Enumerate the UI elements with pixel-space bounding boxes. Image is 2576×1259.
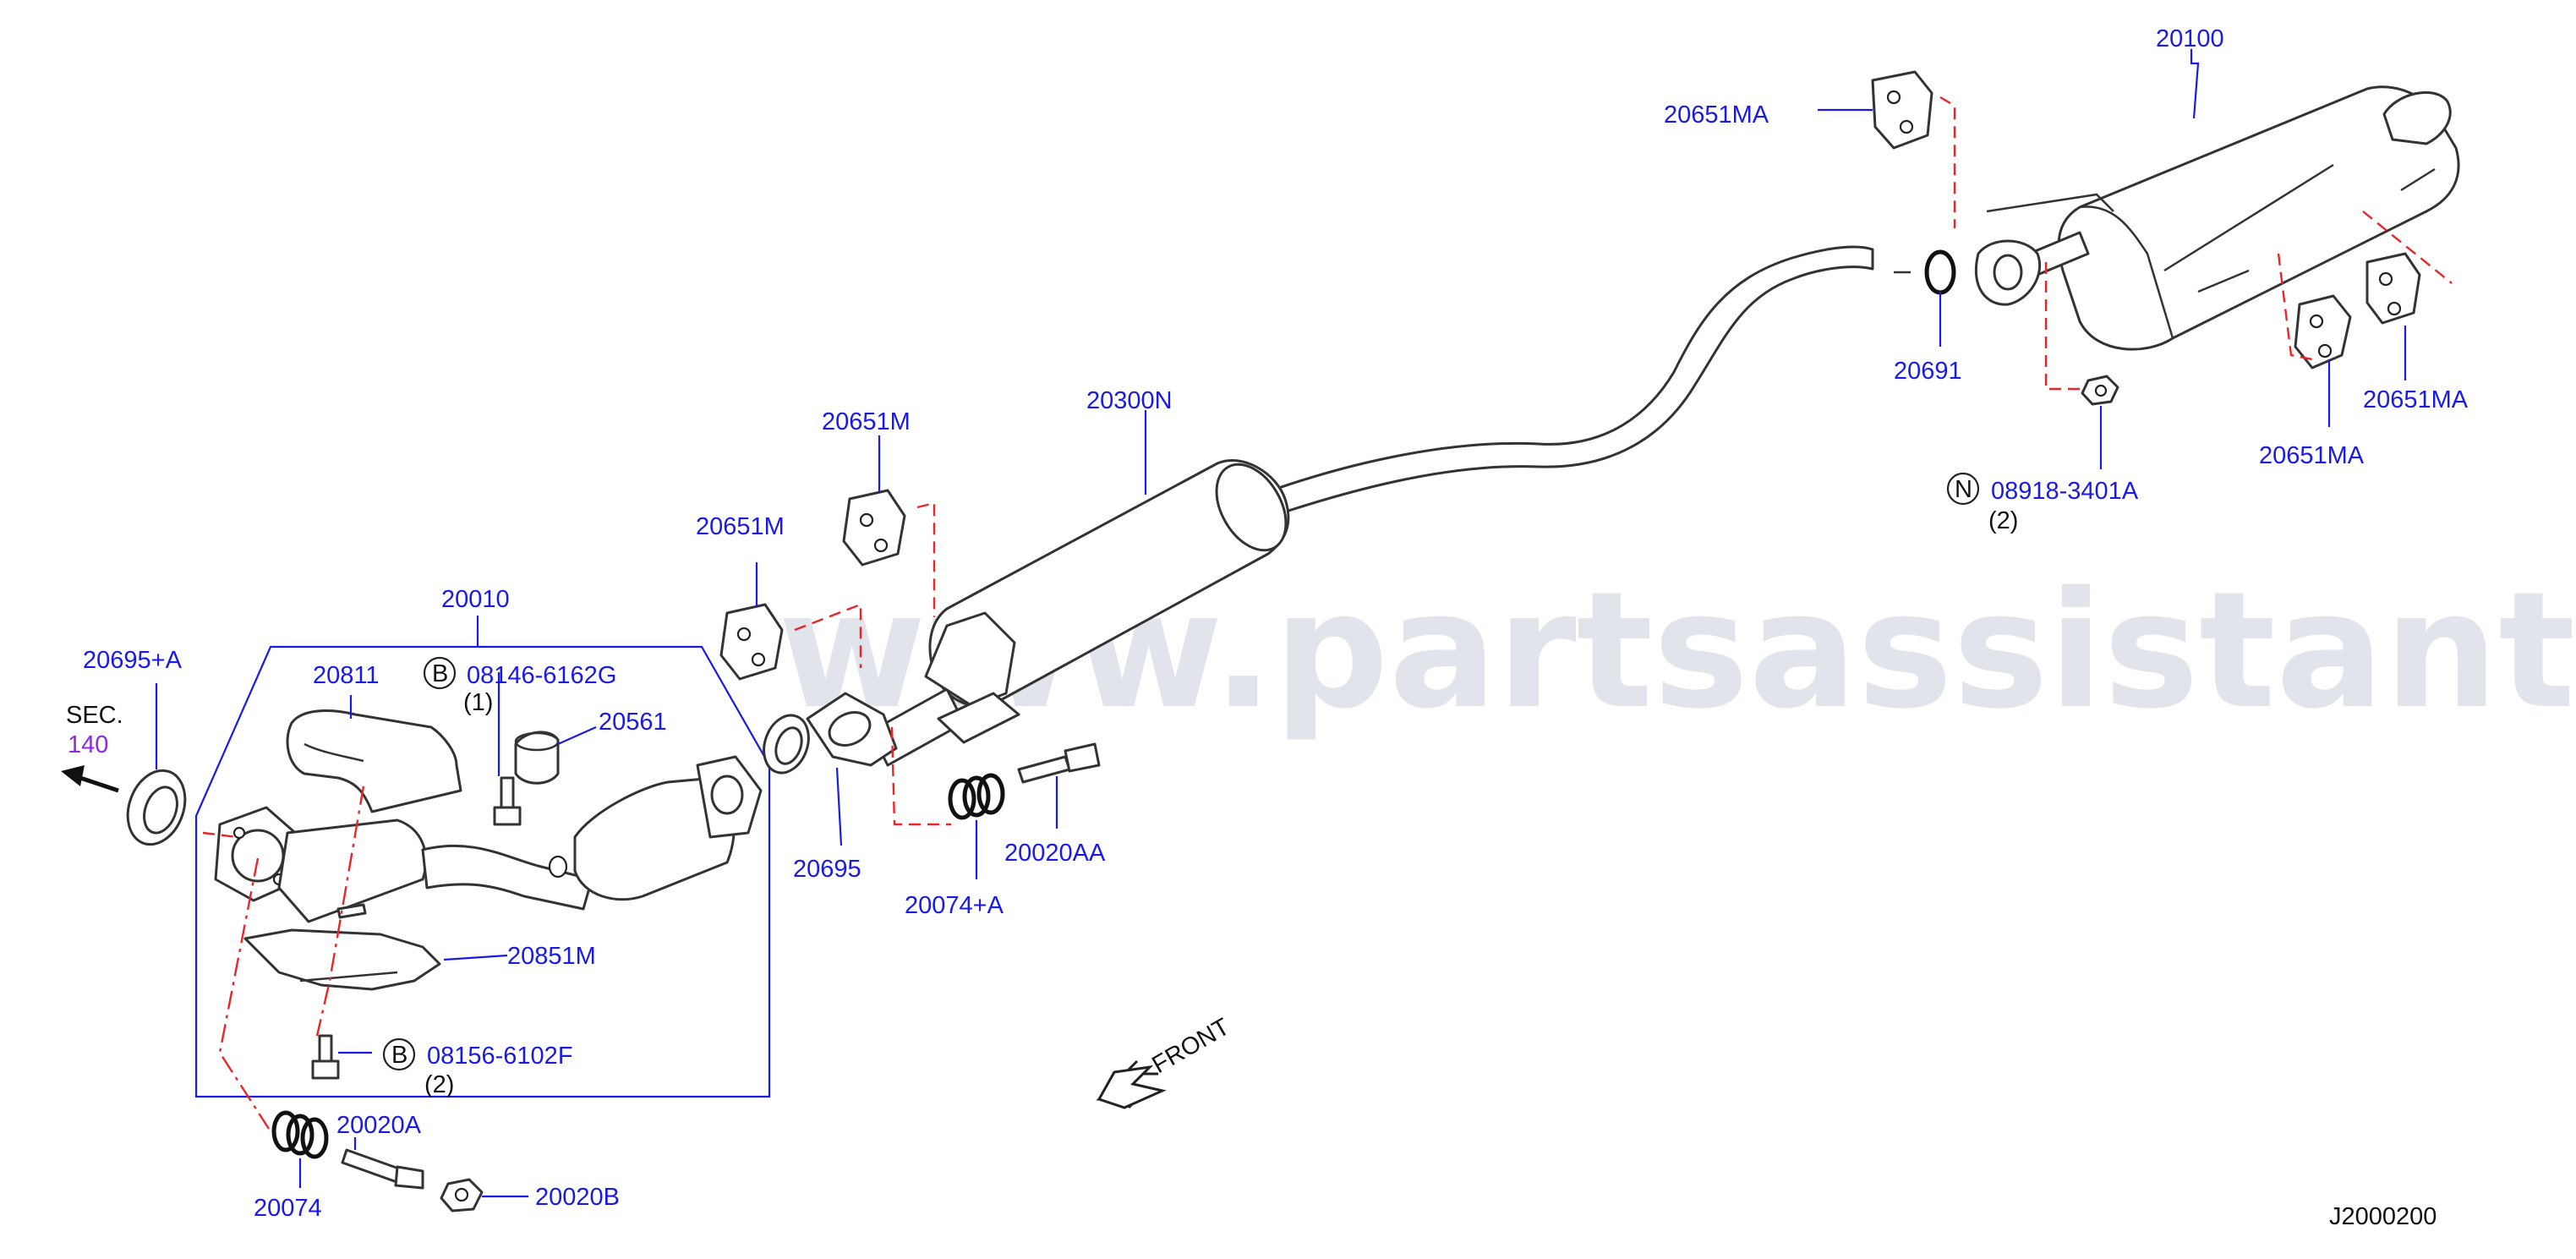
qty-08156: (2) [424, 1071, 454, 1098]
label-20651ma-right[interactable]: 20651MA [2363, 386, 2469, 413]
spring-20074a [948, 773, 1005, 820]
gasket-20695a [126, 769, 187, 846]
label-20100[interactable]: 20100 [2156, 25, 2224, 52]
bolt-marker-b-1: B [423, 656, 457, 690]
stud-20020aa [1017, 742, 1101, 784]
label-20851m[interactable]: 20851M [507, 943, 596, 970]
nut-marker-n: N [1946, 472, 1980, 506]
label-20695[interactable]: 20695 [793, 856, 861, 883]
stud-20020a [341, 1148, 424, 1190]
bolt-08146 [493, 776, 522, 826]
assembly-guide-lines [202, 96, 2453, 1130]
ring-20561 [514, 731, 560, 785]
label-20010[interactable]: 20010 [441, 586, 510, 613]
label-08918-3401a[interactable]: 08918-3401A [1991, 478, 2139, 505]
label-20561[interactable]: 20561 [599, 709, 667, 736]
sec-140-reference [61, 765, 119, 793]
label-20020b[interactable]: 20020B [535, 1184, 620, 1211]
nut-08918 [2081, 375, 2119, 406]
diagram-code: J2000200 [2329, 1203, 2437, 1230]
label-20074a[interactable]: 20074+A [905, 892, 1004, 919]
qty-08146: (1) [463, 689, 493, 716]
spring-20074 [271, 1110, 329, 1159]
svg-text:N: N [1955, 476, 1972, 503]
label-20695a[interactable]: 20695+A [83, 647, 183, 674]
bolt-marker-b-2: B [382, 1037, 416, 1071]
svg-text:B: B [432, 660, 448, 687]
label-20020aa[interactable]: 20020AA [1004, 840, 1106, 867]
leader-lines [155, 49, 2407, 1198]
rear-muffler [1974, 85, 2460, 351]
hanger-20651ma-right [2365, 252, 2421, 325]
label-20300n[interactable]: 20300N [1086, 387, 1173, 414]
sec-number[interactable]: 140 [68, 731, 108, 758]
label-08146-6162g[interactable]: 08146-6162G [467, 662, 616, 689]
hanger-20651m-a [842, 489, 906, 567]
center-pipe-resonator [806, 245, 1874, 767]
hanger-20651ma-mid [2294, 294, 2352, 369]
label-20020a[interactable]: 20020A [336, 1112, 422, 1139]
gasket-20691 [1924, 249, 1956, 295]
label-20651m-b[interactable]: 20651M [696, 513, 785, 540]
front-label: FRONT [1148, 1013, 1235, 1079]
label-20651m-a[interactable]: 20651M [822, 408, 911, 435]
svg-text:B: B [391, 1042, 407, 1069]
nut-20020b [440, 1178, 484, 1212]
label-20651ma-mid[interactable]: 20651MA [2259, 442, 2365, 469]
assembly-outline [194, 645, 771, 1098]
hanger-20651m-b [719, 603, 784, 681]
label-20811[interactable]: 20811 [313, 662, 380, 689]
label-20074[interactable]: 20074 [254, 1195, 322, 1222]
label-20691[interactable]: 20691 [1894, 358, 1962, 385]
catalyst-assembly [214, 709, 763, 991]
hanger-20651ma-top [1871, 70, 1933, 150]
front-direction-arrow [1096, 1059, 1167, 1109]
gasket-20695 [763, 714, 810, 775]
qty-08918: (2) [1988, 507, 2018, 534]
bolt-08156 [311, 1034, 340, 1080]
sec-label: SEC. [66, 702, 123, 729]
label-20651ma-top[interactable]: 20651MA [1664, 101, 1769, 129]
label-08156-6102f[interactable]: 08156-6102F [427, 1043, 573, 1070]
